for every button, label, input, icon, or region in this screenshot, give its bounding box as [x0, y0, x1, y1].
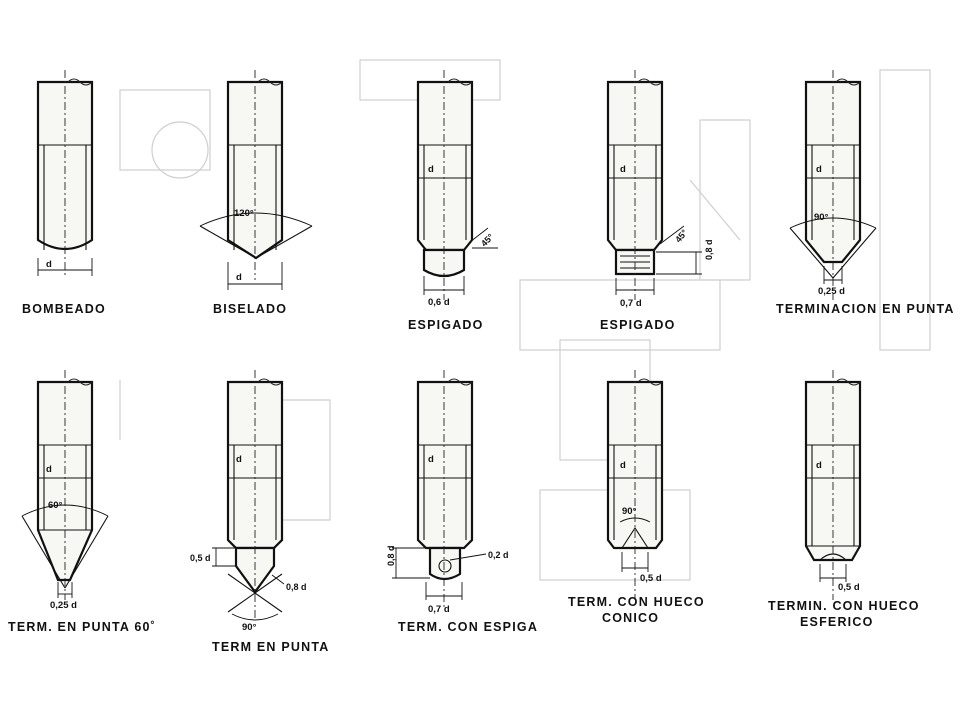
- screw-espigado-2: d 45° 0,8 d 0,7 d ESPIGADO: [600, 70, 714, 332]
- caption-hueco-conico-2: CONICO: [602, 611, 659, 625]
- dim-label-07d: 0,7 d: [620, 298, 642, 309]
- screw-term-punta: d 0,5 d 0,8 d 90° TERM EN PUNTA: [190, 370, 329, 654]
- angle-label-120: 120°: [234, 208, 254, 219]
- dim-label-08d: 0,8 d: [286, 582, 307, 592]
- caption-hueco-esferico-1: TERMIN. CON HUECO: [768, 599, 920, 613]
- screw-bombeado: d BOMBEADO: [22, 70, 106, 316]
- dim-label-05d: 0,5 d: [838, 582, 860, 593]
- dim-label-d: d: [620, 460, 626, 471]
- dim-label-08d: 0,8 d: [704, 239, 714, 260]
- dim-label-05d: 0,5 d: [190, 553, 211, 563]
- screw-terminacion-punta: d 90° 0,25 d TERMINACION EN PUNTA: [776, 70, 955, 316]
- caption-term-espiga: TERM. CON ESPIGA: [398, 620, 538, 634]
- dim-label-d: d: [816, 460, 822, 471]
- dim-label-d: d: [428, 164, 434, 175]
- dim-label-d: d: [816, 164, 822, 175]
- caption-term-punta-60: TERM. EN PUNTA 60˚: [8, 620, 156, 634]
- caption-hueco-esferico-2: ESFERICO: [800, 615, 874, 629]
- dim-label-08d: 0,8 d: [386, 545, 396, 566]
- dim-label-d: d: [620, 164, 626, 175]
- dim-label-025d: 0,25 d: [50, 600, 77, 611]
- angle-label-90: 90°: [242, 622, 257, 633]
- screw-term-punta-60: d 60° 0,25 d TERM. EN PUNTA 60˚: [8, 370, 156, 634]
- dim-label-06d: 0,6 d: [428, 297, 450, 308]
- angle-label-45: 45°: [673, 227, 690, 244]
- dim-label-07d: 0,7 d: [428, 604, 450, 615]
- dim-label-d: d: [46, 464, 52, 475]
- caption-biselado: BISELADO: [213, 302, 287, 316]
- caption-hueco-conico-1: TERM. CON HUECO: [568, 595, 705, 609]
- caption-bombeado: BOMBEADO: [22, 302, 106, 316]
- dim-label-d: d: [236, 454, 242, 465]
- screw-espigado-1: d 45° 0,6 d ESPIGADO: [408, 70, 498, 332]
- dim-label-02d: 0,2 d: [488, 550, 509, 560]
- caption-term-punta: TERM EN PUNTA: [212, 640, 329, 654]
- screw-hueco-conico: d 90° 0,5 d TERM. CON HUECO CONICO: [568, 370, 705, 625]
- dim-label-d: d: [236, 272, 242, 283]
- dim-label-d: d: [46, 259, 52, 270]
- caption-espigado-2: ESPIGADO: [600, 318, 676, 332]
- angle-label-60: 60°: [48, 500, 63, 511]
- caption-espigado-1: ESPIGADO: [408, 318, 484, 332]
- angle-label-45: 45°: [479, 232, 496, 249]
- angle-label-90: 90°: [814, 212, 829, 223]
- dim-label-05d: 0,5 d: [640, 573, 662, 584]
- screw-hueco-esferico: d 0,5 d TERMIN. CON HUECO ESFERICO: [768, 370, 920, 629]
- angle-label-90: 90°: [622, 506, 637, 517]
- screw-term-espiga: d 0,8 d 0,2 d 0,7 d TERM. CON ESPIGA: [386, 370, 538, 634]
- caption-terminacion-punta: TERMINACION EN PUNTA: [776, 302, 955, 316]
- dim-label-d: d: [428, 454, 434, 465]
- dim-label-025d: 0,25 d: [818, 286, 845, 297]
- screw-biselado: 120° d BISELADO: [199, 70, 313, 316]
